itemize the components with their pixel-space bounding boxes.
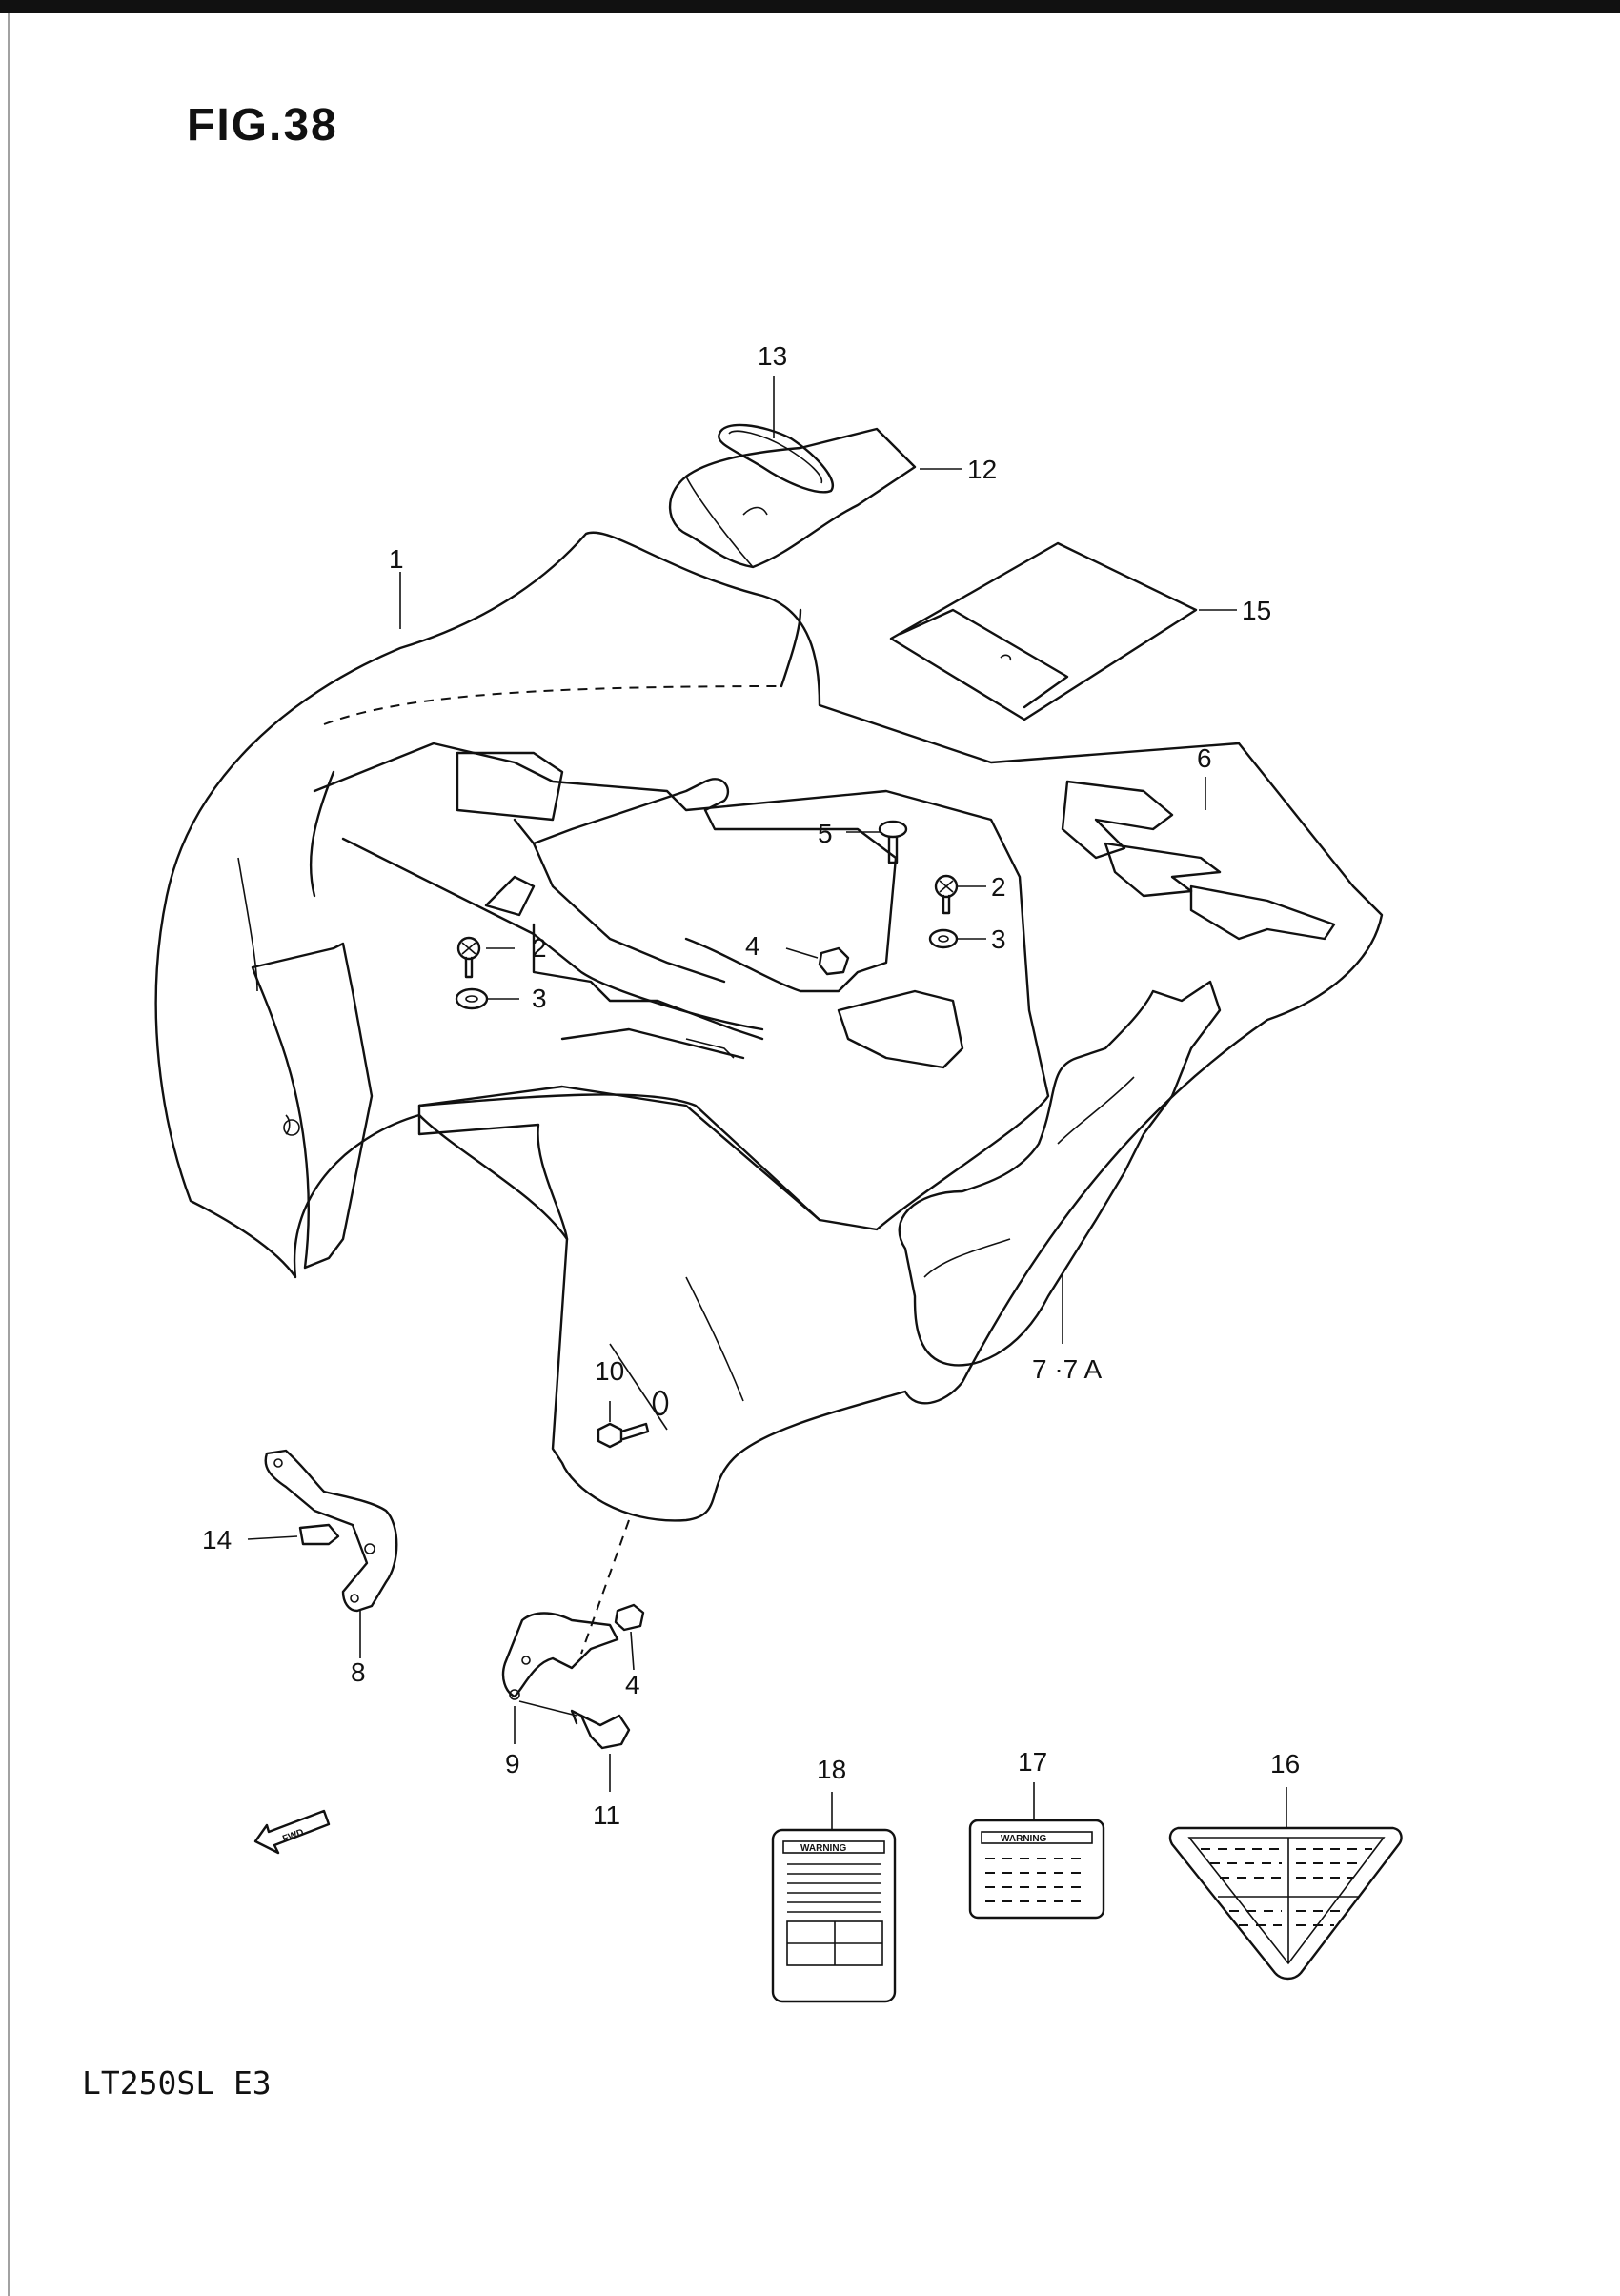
warning-label-part-18: WARNING <box>771 1828 897 2003</box>
callout-7-7A: 7 ·7 A <box>1032 1354 1102 1384</box>
strap-part-13 <box>718 423 834 494</box>
bolt-part-10 <box>597 1390 669 1449</box>
clip-part-14 <box>298 1523 340 1546</box>
nut-part-4-bottom <box>614 1603 645 1632</box>
handle-cover-part-12 <box>668 427 917 569</box>
callout-18: 18 <box>817 1755 846 1784</box>
figure-title: FIG.38 <box>187 100 338 151</box>
bracket-part-8 <box>264 1449 398 1613</box>
callout-3-left: 3 <box>532 984 547 1013</box>
bolt-part-5 <box>878 820 908 864</box>
callout-numbers: 1 13 12 15 6 5 2 3 4 2 3 7 ·7 A 10 14 8 … <box>202 341 1300 1830</box>
left-scan-edge <box>8 13 10 2296</box>
label-18-warning-text: WARNING <box>800 1843 847 1854</box>
callout-4-top: 4 <box>745 931 760 961</box>
callout-9: 9 <box>505 1749 520 1778</box>
callout-15: 15 <box>1242 596 1271 625</box>
callout-3-right: 3 <box>991 924 1006 954</box>
warning-label-part-17: WARNING <box>968 1819 1105 1920</box>
triangle-label-part-16 <box>1168 1826 1403 1981</box>
callout-8: 8 <box>351 1657 366 1687</box>
bracket-part-9 <box>501 1519 630 1700</box>
screw-part-2-right <box>934 874 959 915</box>
plate-part-15 <box>889 541 1198 721</box>
nut-part-4-top <box>818 946 850 976</box>
callout-10: 10 <box>595 1356 624 1386</box>
decal-250-part-6: 250 <box>1061 780 1336 941</box>
callout-2-left: 2 <box>532 933 547 963</box>
screw-part-2-left <box>456 936 481 979</box>
callout-11: 11 <box>593 1800 620 1830</box>
callout-5: 5 <box>818 819 833 848</box>
callout-13: 13 <box>758 341 787 371</box>
callout-17: 17 <box>1018 1747 1047 1777</box>
leader-lines <box>247 376 1287 1830</box>
top-border <box>0 0 1620 13</box>
callout-12: 12 <box>967 455 997 484</box>
callout-16: 16 <box>1270 1749 1300 1778</box>
bolt-part-11 <box>518 1700 631 1750</box>
callout-4-bottom: 4 <box>625 1670 640 1699</box>
decal-quadsport-part-7 <box>898 980 1222 1367</box>
model-code: LT250SL E3 <box>82 2064 272 2102</box>
forward-arrow-icon: FWD <box>253 1809 331 1855</box>
callout-2-right: 2 <box>991 872 1006 902</box>
label-17-warning-text: WARNING <box>1001 1834 1047 1844</box>
washer-part-3-right <box>928 928 959 949</box>
rear-fender-part-1 <box>154 531 1384 1522</box>
callout-1: 1 <box>389 544 404 574</box>
callout-6: 6 <box>1197 743 1212 773</box>
washer-part-3-left <box>455 987 489 1010</box>
callout-14: 14 <box>202 1525 232 1554</box>
